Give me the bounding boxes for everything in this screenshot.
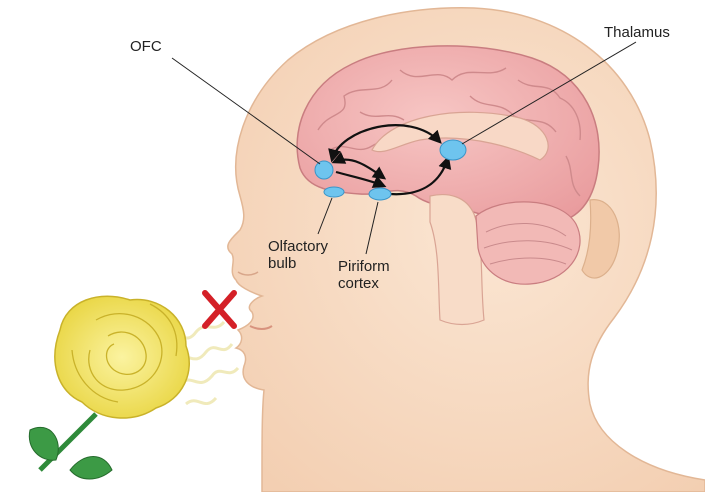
ofc-label: OFC bbox=[130, 38, 162, 55]
piriform-cortex-line-2: cortex bbox=[338, 275, 390, 292]
thalamus-label-text: Thalamus bbox=[604, 24, 670, 41]
piriform-cortex-line-1: Piriform bbox=[338, 258, 390, 275]
olfactory-bulb-line-2: bulb bbox=[268, 255, 328, 272]
cerebellum bbox=[476, 202, 580, 284]
olfactory-bulb-region bbox=[324, 187, 344, 197]
thalamus-region bbox=[440, 140, 466, 160]
thalamus-label: Thalamus bbox=[604, 24, 670, 41]
olfactory-bulb-line-1: Olfactory bbox=[268, 238, 328, 255]
piriform-cortex-region bbox=[369, 188, 391, 200]
red-x-icon bbox=[205, 293, 234, 326]
ofc-label-text: OFC bbox=[130, 38, 162, 55]
olfactory-bulb-label: Olfactory bulb bbox=[268, 238, 328, 272]
piriform-cortex-label: Piriform cortex bbox=[338, 258, 390, 292]
ofc-region bbox=[315, 161, 333, 179]
yellow-rose-icon bbox=[29, 296, 189, 479]
